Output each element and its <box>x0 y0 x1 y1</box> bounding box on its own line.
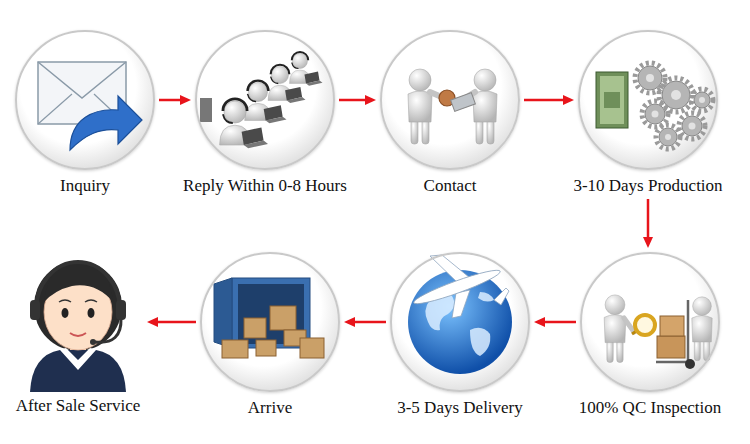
inspection-figures <box>604 295 712 369</box>
globe-plane-icon <box>408 255 512 374</box>
arrow-head <box>344 317 355 327</box>
step-circle: 100% QC Inspection <box>580 252 720 392</box>
step-circle: 3-5 Days Delivery <box>390 252 530 392</box>
arrow-head <box>563 95 574 105</box>
flow-arrow <box>339 95 376 105</box>
step-label: Contact <box>424 176 477 195</box>
envelope-icon <box>38 62 142 150</box>
production-icon <box>596 63 713 149</box>
step-circle: Reply Within 0-8 Hours <box>195 30 335 170</box>
step-label-holder: 3-5 Days Delivery <box>397 398 523 418</box>
container-icon <box>214 278 324 358</box>
arrow-line <box>524 99 563 102</box>
step-label-holder: Contact <box>424 176 477 196</box>
flow-arrow <box>344 317 386 327</box>
arrow-head <box>180 95 191 105</box>
step-label: Inquiry <box>60 176 110 195</box>
flow-arrow <box>159 95 191 105</box>
step-circle: Contact <box>380 30 520 170</box>
step-label-holder: 3-10 Days Production <box>573 176 722 196</box>
arrow-line <box>647 199 650 237</box>
arrow-line <box>545 321 576 324</box>
arrow-line <box>355 321 386 324</box>
step-label: Arrive <box>248 398 292 417</box>
arrow-head <box>365 95 376 105</box>
arrow-head <box>643 237 653 248</box>
step-label-holder: Inquiry <box>60 176 110 196</box>
step-label: After Sale Service <box>16 396 141 415</box>
flow-arrow <box>524 95 574 105</box>
circle-grounds <box>16 31 719 391</box>
step-label-holder: After Sale Service <box>16 396 141 416</box>
step-label-holder: Reply Within 0-8 Hours <box>183 176 347 196</box>
step-label: 100% QC Inspection <box>579 398 722 417</box>
step-label: 3-10 Days Production <box>573 176 722 195</box>
step-label-holder: Arrive <box>248 398 292 418</box>
step-circle: 3-10 Days Production <box>578 30 718 170</box>
step-circle: Arrive <box>200 252 340 392</box>
arrow-head <box>147 317 158 327</box>
arrow-line <box>339 99 365 102</box>
call-center-figures <box>200 52 323 148</box>
step-label: Reply Within 0-8 Hours <box>183 176 347 195</box>
flow-arrow <box>147 317 196 327</box>
flow-arrow <box>643 199 653 248</box>
support-agent-figure <box>30 261 126 392</box>
arrow-line <box>158 321 196 324</box>
step-label: 3-5 Days Delivery <box>397 398 523 417</box>
arrow-head <box>534 317 545 327</box>
step-figure: After Sale Service <box>13 252 143 392</box>
arrow-line <box>159 99 180 102</box>
flow-arrow <box>534 317 576 327</box>
step-label-holder: 100% QC Inspection <box>579 398 722 418</box>
contact-figures <box>408 69 497 144</box>
step-circle: Inquiry <box>15 30 155 170</box>
